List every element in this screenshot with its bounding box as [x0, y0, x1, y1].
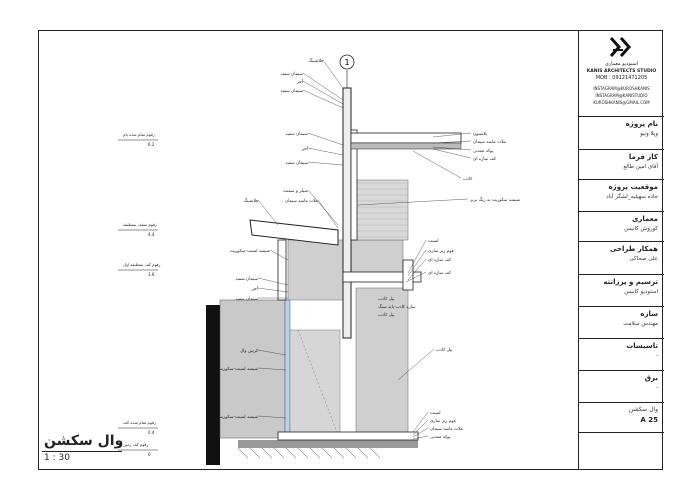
studio-logo: استودیو معماری KANIS ARCHITECTS STUDIO M…: [579, 30, 664, 116]
section-svg: 1 رقوم تمام شده بام 6.2 رقوم سقف نیمطبقه…: [118, 54, 520, 465]
svg-text:0: 0: [148, 452, 151, 457]
tb-electrical: برق-: [579, 370, 664, 402]
grid-bubble-label: 1: [344, 58, 349, 67]
ground-hatch: [237, 447, 381, 459]
svg-text:شیشه لمینت-سکوریت: شیشه لمینت-سکوریت: [218, 366, 259, 372]
svg-text:سیمان سفید: سیمان سفید: [285, 132, 308, 137]
svg-text:آجر: آجر: [296, 79, 304, 85]
svg-text:سیمان سفید: سیمان سفید: [235, 277, 258, 282]
title-underline: [42, 451, 122, 452]
drawing-title: وال سکشن: [44, 433, 124, 449]
svg-text:رقوم سقف نیمطبقه: رقوم سقف نیمطبقه: [123, 222, 157, 227]
svg-text:آجر: آجر: [301, 146, 309, 152]
svg-text:شیشه لمینت-سکوریت: شیشه لمینت-سکوریت: [218, 414, 259, 420]
svg-text:ملات ماسه سیمان: ملات ماسه سیمان: [285, 199, 318, 204]
kanis-logo-icon: [609, 37, 631, 57]
tb-mechanical: تاسیسات-: [579, 338, 664, 370]
svg-text:فلاشینگ: فلاشینگ: [308, 58, 323, 64]
canopy-support: [277, 239, 287, 301]
studio-en: KANIS ARCHITECTS STUDIO: [586, 69, 657, 74]
svg-text:رقوم تمام شده بام: رقوم تمام شده بام: [123, 132, 155, 137]
svg-text:فلاشینگ: فلاشینگ: [243, 198, 258, 204]
svg-text:شیشه سکوریت به رنگ برنز: شیشه سکوریت به رنگ برنز: [469, 197, 520, 203]
svg-text:شیشه لمینت-سکوریت: شیشه لمینت-سکوریت: [230, 248, 271, 254]
svg-text:سیلر و سمنت: سیلر و سمنت: [283, 189, 308, 194]
studio-mobile: MOB : 09121471205: [595, 75, 648, 81]
sheet-border: [38, 30, 663, 470]
svg-text:فوم زیر سازی: فوم زیر سازی: [428, 249, 454, 254]
svg-text:6.2: 6.2: [148, 142, 155, 147]
svg-text:رقوم تمام شده کف: رقوم تمام شده کف: [123, 420, 156, 425]
studio-name: استودیو معماری: [604, 61, 639, 67]
title-block: استودیو معماری KANIS ARCHITECTS STUDIO M…: [578, 30, 664, 470]
svg-text:پیل کاذب: پیل کاذب: [436, 347, 453, 353]
mid-wall-block: [287, 239, 344, 301]
svg-text:پیل کاذب: پیل کاذب: [378, 296, 395, 302]
svg-text:ملات ماسه سیمان: ملات ماسه سیمان: [430, 427, 463, 432]
canopy-slab: [249, 219, 339, 246]
mid-right-block: [342, 239, 404, 276]
ground-slab: [238, 440, 418, 448]
svg-text:کف سازه ای: کف سازه ای: [473, 156, 497, 162]
lower-right-block: [355, 287, 409, 439]
svg-text:پلاستون: پلاستون: [473, 132, 488, 137]
upper-right-block: [352, 179, 409, 241]
left-annotations: فلاشینگ سیمان سفید آجر سیمان سفید سیمان …: [218, 58, 323, 420]
studio-instagram-2: INSTAGRAM@KANISTUDIO: [595, 93, 648, 98]
svg-text:کرتین وال: کرتین وال: [240, 348, 259, 354]
svg-text:3.6: 3.6: [148, 272, 155, 277]
svg-text:سیمان سفید: سیمان سفید: [285, 161, 308, 166]
wall-section-drawing: 1 رقوم تمام شده بام 6.2 رقوم سقف نیمطبقه…: [38, 30, 578, 470]
mezzanine-slab: [342, 271, 422, 283]
svg-text:0.4: 0.4: [148, 430, 155, 435]
roof-slab: [350, 132, 462, 144]
svg-text:کف سازه ای: کف سازه ای: [428, 257, 452, 263]
tb-empty: [579, 432, 664, 470]
interior-mass: [289, 329, 341, 439]
floor-slab: [277, 431, 419, 441]
svg-text:کف سازه ای: کف سازه ای: [428, 270, 452, 276]
svg-text:پوکه معدنی: پوکه معدنی: [430, 434, 451, 440]
svg-text:سازه کاذب-پایه سنگ: سازه کاذب-پایه سنگ: [378, 304, 416, 310]
svg-text:لمینت: لمینت: [430, 411, 441, 416]
svg-text:آجر: آجر: [251, 286, 259, 292]
svg-text:رقوم کف نیمطبقه اول: رقوم کف نیمطبقه اول: [123, 262, 161, 267]
svg-text:ملات ماسه سیمان: ملات ماسه سیمان: [473, 140, 506, 145]
svg-text:4.4: 4.4: [148, 232, 155, 237]
black-wall: [206, 305, 220, 465]
svg-text:سیمان سفید: سیمان سفید: [235, 297, 258, 302]
svg-text:رقوم کف زمین: رقوم کف زمین: [123, 442, 148, 447]
svg-text:فوم زیر سازی: فوم زیر سازی: [430, 419, 456, 424]
svg-text:سیمان سفید: سیمان سفید: [280, 89, 303, 94]
level-markers: رقوم تمام شده بام 6.2 رقوم سقف نیمطبقه 4…: [118, 132, 161, 457]
svg-text:لمینت: لمینت: [428, 239, 439, 244]
main-column: [342, 87, 352, 339]
svg-text:پیل کاذب: پیل کاذب: [378, 312, 395, 318]
studio-instagram-1: INSTAGRAM@KUROSHKANIS: [593, 86, 650, 91]
drawing-scale: 1 : 30: [44, 453, 70, 463]
svg-text:سیمان سفید: سیمان سفید: [280, 72, 303, 77]
right-annotations: پلاستون ملات ماسه سیمان پوکه معدنی کف سا…: [378, 132, 520, 440]
grid-bubble: [339, 54, 355, 70]
studio-email: KUROSHKANIS@GMAIL.COM: [593, 100, 650, 105]
svg-text:کاذب: کاذب: [463, 176, 473, 182]
svg-text:پوکه معدنی: پوکه معدنی: [473, 148, 494, 154]
